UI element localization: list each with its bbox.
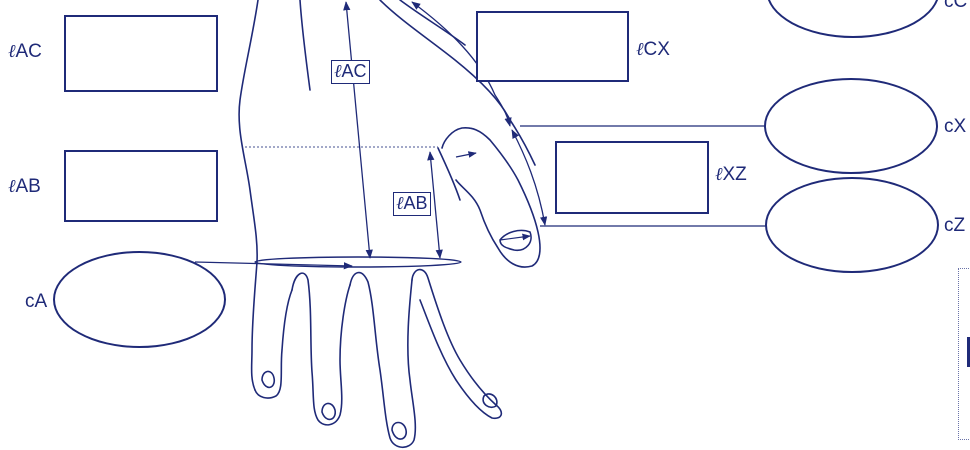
hand-outline-left (238, 0, 259, 391)
ell-symbol: ℓ (396, 193, 404, 214)
lXZ-input-box[interactable] (555, 141, 709, 214)
label-cX: cX (944, 116, 967, 137)
palm-line (299, 0, 311, 91)
ell-symbol: ℓ (8, 41, 16, 62)
lAC-arrow (343, 1, 373, 259)
cA-input-oval[interactable] (53, 251, 226, 348)
little-finger (254, 289, 293, 399)
side-panel-marker (967, 337, 970, 367)
label-cZ: cZ (944, 215, 966, 236)
hand-tag-lAB-text: AB (403, 193, 428, 213)
cZ-input-oval[interactable] (765, 177, 939, 273)
thumbnail-width-arrow (499, 233, 531, 241)
ell-symbol: ℓ (8, 176, 16, 197)
ell-symbol: ℓ (334, 61, 342, 82)
label-lCX-text: CX (643, 39, 670, 60)
label-cA: cA (25, 291, 48, 312)
lCX-arrow (411, 1, 512, 127)
lXZ-arrow (511, 129, 548, 226)
little-finger-nail (261, 370, 276, 389)
side-panel-edge (958, 268, 970, 440)
ell-symbol: ℓ (715, 164, 723, 185)
middle-finger-nail (391, 421, 407, 440)
index-finger (411, 268, 503, 420)
ring-finger (291, 272, 351, 426)
label-lAC-text: AC (15, 41, 42, 62)
wrist-circumference-mark (254, 256, 462, 268)
thumb-outer (441, 127, 541, 268)
hand-tag-lAB: ℓAB (393, 192, 431, 216)
lAC-input-box[interactable] (64, 15, 218, 92)
label-lAB-text: AB (15, 176, 41, 197)
label-lXZ: ℓXZ (715, 165, 747, 184)
thumb-width-arrow (455, 151, 477, 158)
lCX-input-box[interactable] (476, 11, 629, 82)
label-lCX: ℓCX (636, 40, 670, 59)
hand-tag-lAC: ℓAC (331, 60, 370, 84)
label-cC: cC (944, 0, 968, 12)
lAB-input-box[interactable] (64, 150, 218, 222)
thumb-nail (499, 229, 532, 252)
index-finger-nail (482, 393, 498, 409)
label-lXZ-text: XZ (722, 164, 747, 185)
cA-connector (194, 261, 353, 270)
hand-tag-lAC-text: AC (341, 61, 367, 81)
thumb-inner (437, 147, 461, 201)
middle-finger (349, 271, 417, 449)
ring-finger-nail (321, 402, 336, 421)
ell-symbol: ℓ (636, 39, 644, 60)
label-lAB: ℓAB (8, 177, 41, 196)
lAB-arrow (427, 151, 443, 259)
cX-input-oval[interactable] (764, 78, 938, 174)
label-lAC: ℓAC (8, 42, 42, 61)
